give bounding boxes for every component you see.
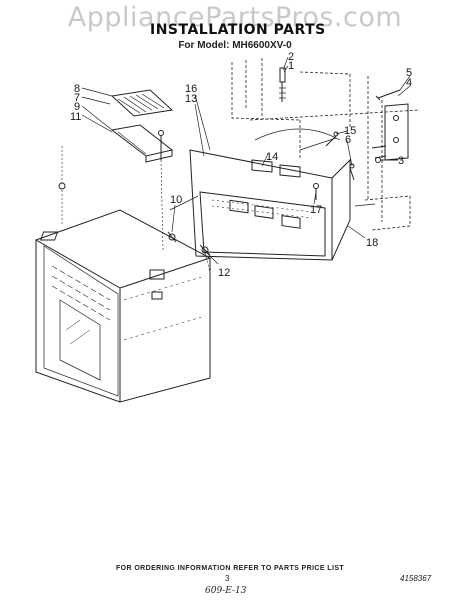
callout-4: 4 <box>406 77 412 89</box>
bolt-part-5 <box>375 89 401 101</box>
wall-cabinet-outline <box>231 58 421 231</box>
callout-3: 3 <box>398 155 404 167</box>
callout-labels: 8 7 9 11 16 13 2 1 5 4 15 6 3 14 17 18 1… <box>70 51 412 279</box>
callout-1: 1 <box>288 60 294 72</box>
screw-part-10 <box>167 231 177 243</box>
watermark: AppliancePartsPros.com <box>67 2 403 33</box>
callout-8: 8 <box>74 83 80 95</box>
page-number: 3 <box>225 574 230 583</box>
callout-14: 14 <box>266 151 278 163</box>
document-part-number: 4158367 <box>400 574 432 583</box>
mounting-plate <box>189 149 351 261</box>
leader-lines <box>81 56 411 265</box>
handwritten-note: 609-E-13 <box>205 586 247 596</box>
callout-5: 5 <box>406 67 412 79</box>
callout-12: 12 <box>218 267 230 279</box>
microwave-oven <box>34 209 212 403</box>
ordering-note: FOR ORDERING INFORMATION REFER TO PARTS … <box>116 565 345 572</box>
callout-6: 6 <box>345 134 351 146</box>
screw-part-12 <box>199 244 211 273</box>
grille-part-8 <box>110 89 174 117</box>
callout-10: 10 <box>170 194 182 206</box>
screw-part-7 <box>158 130 164 251</box>
model-subtitle: For Model: MH6600XV-0 <box>178 40 292 51</box>
screw-part-17 <box>313 183 319 200</box>
tray-part-11 <box>110 124 174 163</box>
callout-2: 2 <box>288 51 294 63</box>
callout-16: 16 <box>185 83 197 95</box>
toggle-bolt-part-2 <box>279 67 286 102</box>
plate-cutout-part-14 <box>251 159 301 178</box>
callout-15: 15 <box>344 125 356 137</box>
diagram-title: INSTALLATION PARTS <box>150 22 326 38</box>
screw-part-6 <box>349 163 355 181</box>
callout-7: 7 <box>74 92 80 104</box>
callout-17: 17 <box>310 204 322 216</box>
callout-13: 13 <box>185 93 197 105</box>
callout-11: 11 <box>70 111 81 123</box>
callout-9: 9 <box>74 101 80 113</box>
callout-18: 18 <box>366 237 378 249</box>
screw-part-15 <box>325 131 339 147</box>
screw-part-11 <box>58 146 66 226</box>
